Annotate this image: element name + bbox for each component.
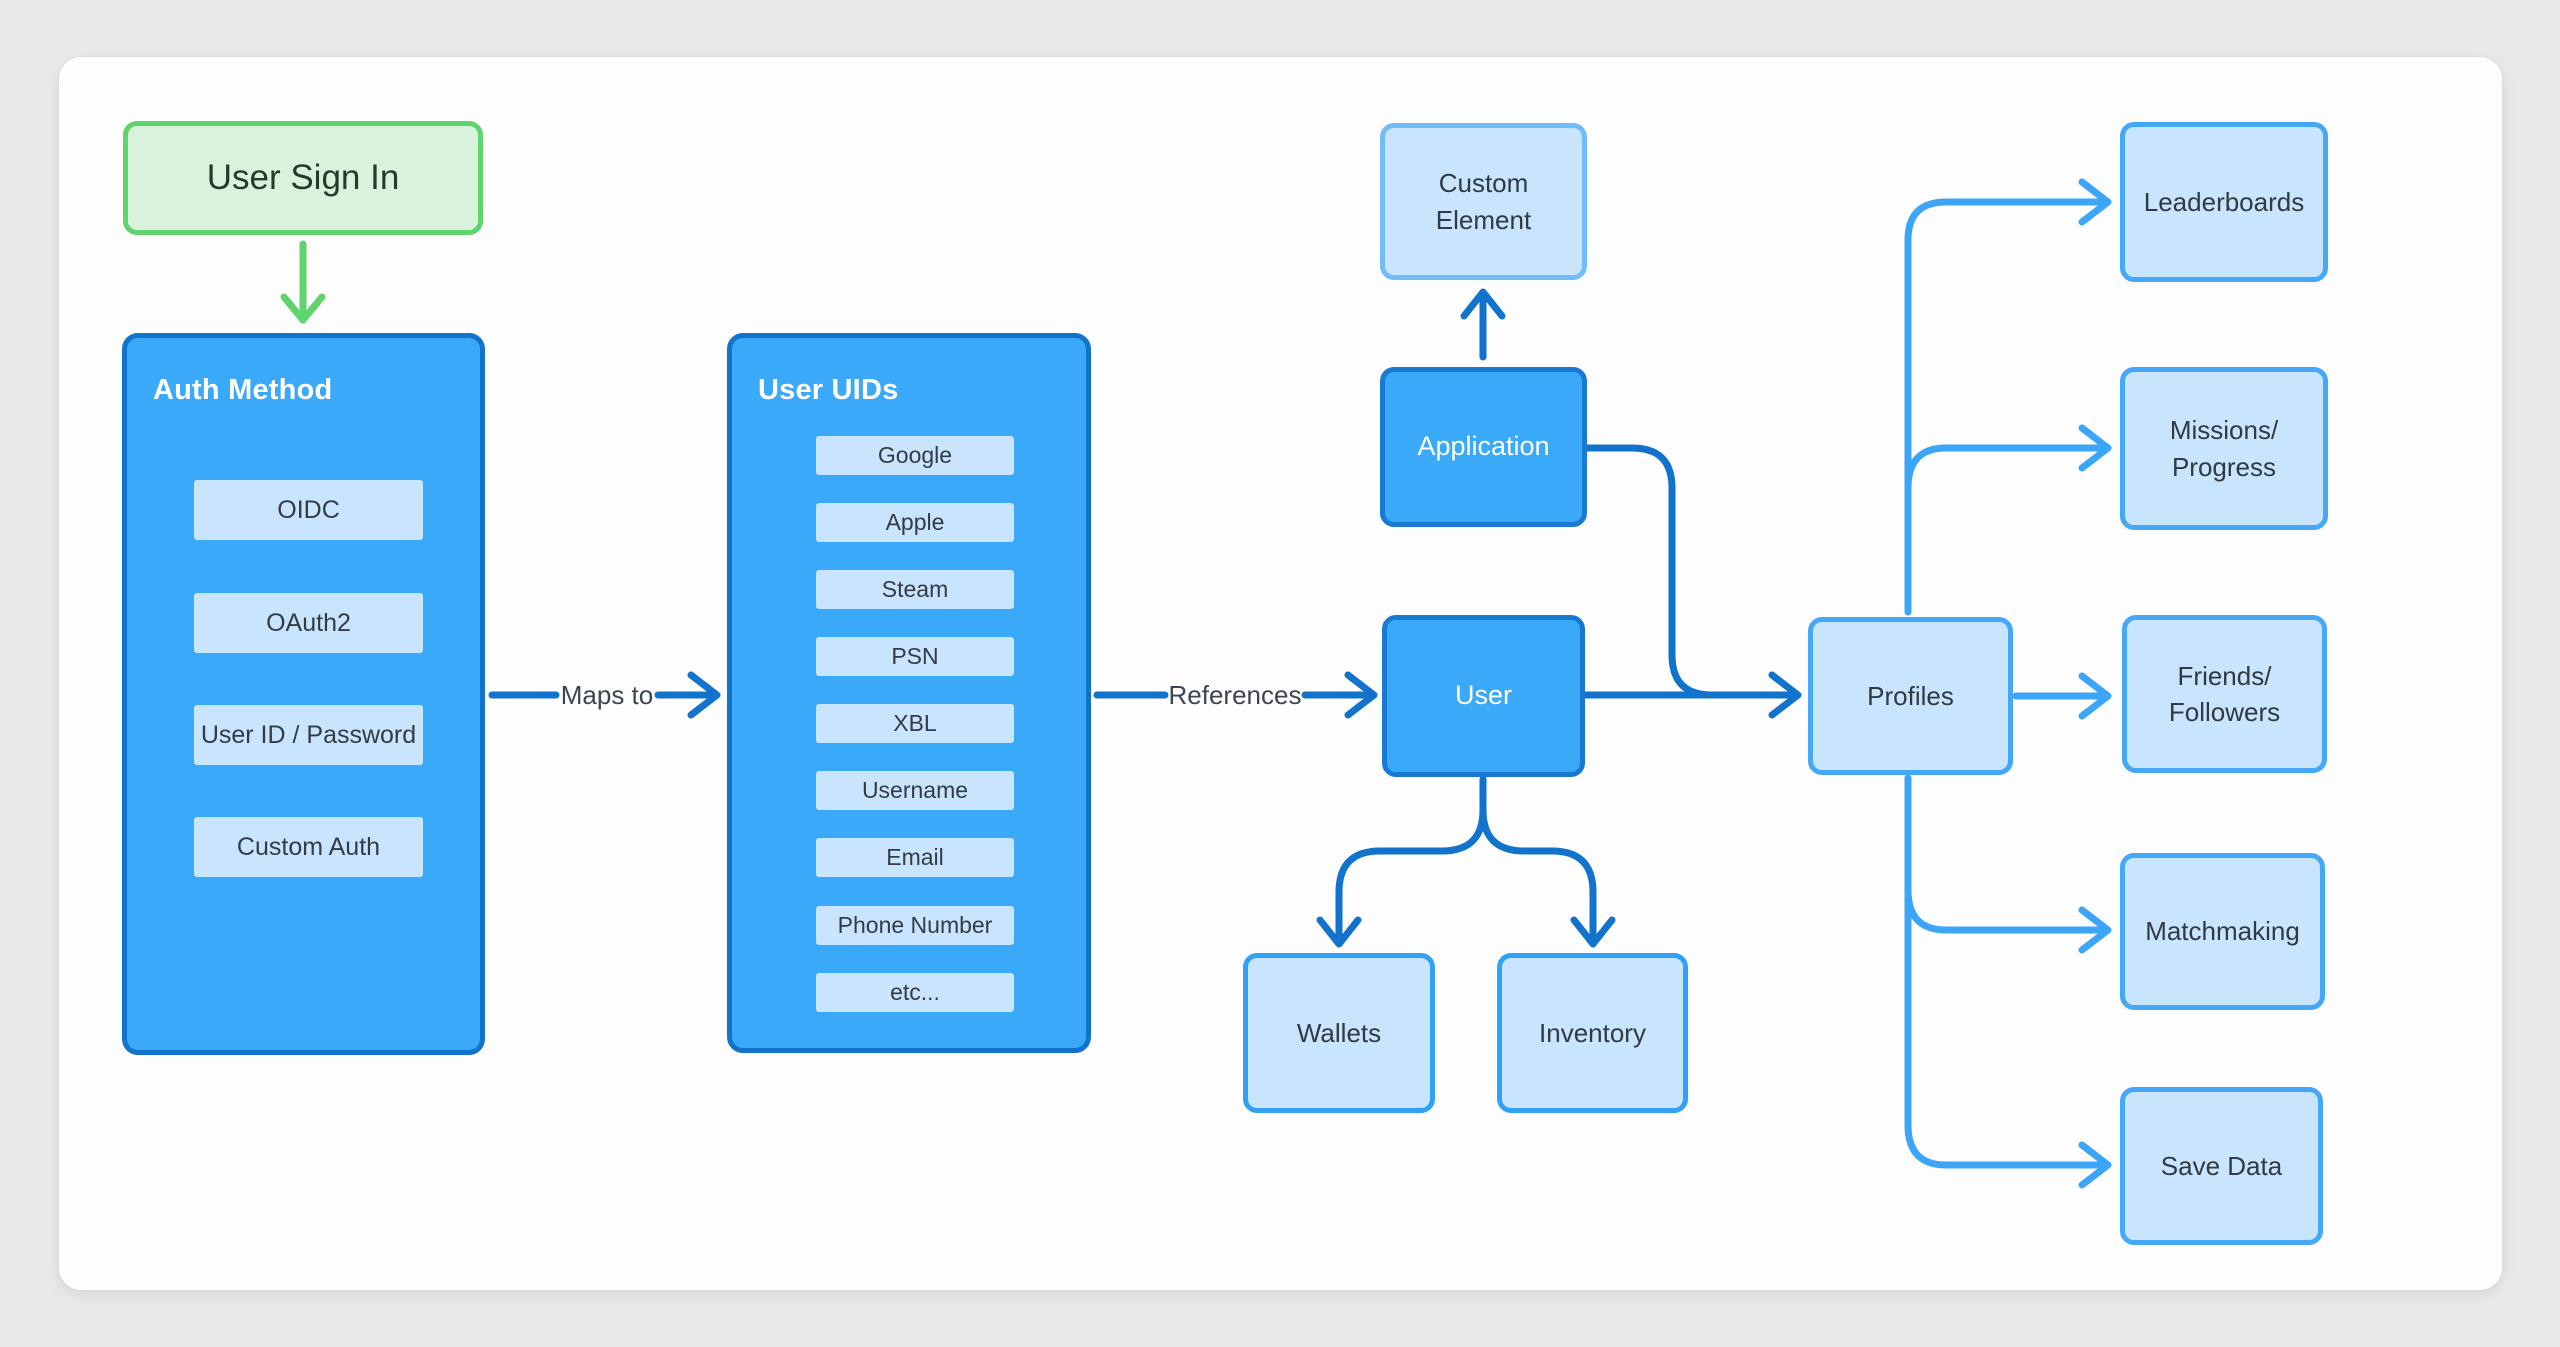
edge-label-maps-to: Maps to: [560, 680, 654, 710]
uid-item-xbl: XBL: [816, 704, 1014, 743]
uid-item-username: Username: [816, 771, 1014, 810]
user-uids-title: User UIDs: [758, 374, 899, 406]
node-leaderboards: Leaderboards: [2120, 122, 2328, 282]
node-missions-progress: Missions/ Progress: [2120, 367, 2328, 530]
auth-item-custom-auth: Custom Auth: [194, 817, 423, 877]
node-profiles: Profiles: [1808, 617, 2013, 775]
node-wallets: Wallets: [1243, 953, 1435, 1113]
container-auth-method: Auth Method OIDC OAuth2 User ID / Passwo…: [122, 333, 485, 1055]
auth-method-title: Auth Method: [153, 374, 333, 406]
node-matchmaking: Matchmaking: [2120, 853, 2325, 1010]
uid-item-apple: Apple: [816, 503, 1014, 542]
node-inventory: Inventory: [1497, 953, 1688, 1113]
uid-item-steam: Steam: [816, 570, 1014, 609]
node-application: Application: [1380, 367, 1587, 527]
node-friends-followers: Friends/ Followers: [2122, 615, 2327, 773]
auth-item-oidc: OIDC: [194, 480, 423, 540]
uid-item-google: Google: [816, 436, 1014, 475]
uid-item-email: Email: [816, 838, 1014, 877]
node-custom-element: Custom Element: [1380, 123, 1587, 280]
uid-item-phone-number: Phone Number: [816, 906, 1014, 945]
uid-item-etc: etc...: [816, 973, 1014, 1012]
uid-item-psn: PSN: [816, 637, 1014, 676]
auth-item-userid-password: User ID / Password: [194, 705, 423, 765]
container-user-uids: User UIDs Google Apple Steam PSN XBL Use…: [727, 333, 1091, 1053]
node-user: User: [1382, 615, 1585, 777]
edge-label-references: References: [1168, 680, 1302, 710]
auth-item-oauth2: OAuth2: [194, 593, 423, 653]
node-user-sign-in: User Sign In: [123, 121, 483, 235]
node-save-data: Save Data: [2120, 1087, 2323, 1245]
